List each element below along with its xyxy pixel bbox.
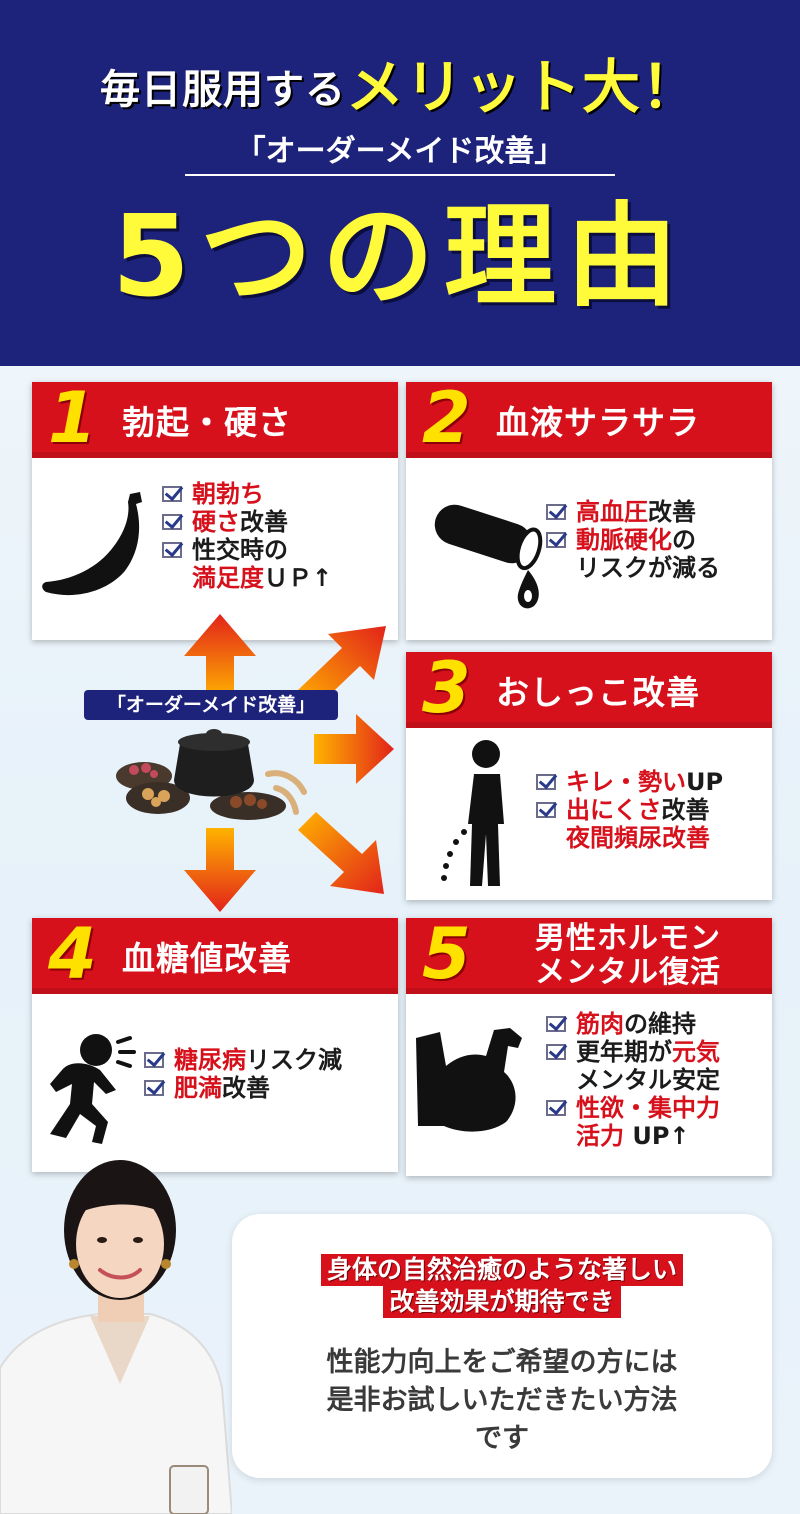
card-title-line: 男性ホルモン [535,921,721,956]
card-title: 血液サラサラ [496,403,700,442]
arrow-up-icon [184,614,256,700]
card-number: 4 [48,913,97,995]
card-body: 朝勃ち 硬さ改善 性交時の 満足度ＵＰ↑ [32,458,398,640]
check-icon [546,532,566,548]
hero-headline-text: 毎日服用する [99,67,346,113]
card-body: 高血圧改善 動脈硬化の リスクが減る [406,458,772,640]
check-icon [536,774,556,790]
checklist: 筋肉の維持 更年期が元気 メンタル安定 性欲・集中力 活力 UP↑ [546,1010,720,1150]
reason-card-5: 5 男性ホルモン メンタル復活 筋肉の維持 更年期が元気 メンタル安定 性欲・集… [406,914,772,1176]
checklist: 高血圧改善 動脈硬化の リスクが減る [546,498,720,582]
blood-vessel-icon [434,504,543,609]
hero-main-title: 5つの理由 [112,192,688,322]
hero-headline: 毎日服用するメリット大！ [0,40,800,124]
card-header: 5 男性ホルモン メンタル復活 [406,914,772,994]
check-icon [162,542,182,558]
card-title: 勃起・硬さ [122,403,292,442]
running-person-icon [50,1034,136,1144]
reason-card-2: 2 血液サラサラ 高血圧改善 動脈硬化の リスクが減る [406,378,772,640]
list-item: 満足度ＵＰ↑ [192,564,333,592]
list-item: 性交時の [162,536,332,564]
reason-card-4: 4 血糖値改善 糖尿病リスク減 肥満改善 [32,914,398,1172]
arrow-down-icon [184,828,256,912]
list-item: 筋肉の維持 [546,1010,720,1038]
card-number: 3 [422,647,471,729]
list-item: 出にくさ改善 [536,796,723,824]
speech-bubble: 身体の自然治癒のような著しい 改善効果が期待でき 性能力向上をご希望の方には 是… [232,1214,772,1478]
reason-card-1: 1 勃起・硬さ 朝勃ち 硬さ改善 性交時の 満足度ＵＰ↑ [32,378,398,640]
list-item: 硬さ改善 [162,508,332,536]
hero-banner: 毎日服用するメリット大！ 「オーダーメイド改善」 5つの理由 [0,0,800,366]
check-icon [144,1080,164,1096]
list-item: 性欲・集中力 [546,1094,720,1122]
urinating-person-icon [441,740,504,886]
card-number: 2 [422,377,471,459]
arrow-right-icon [314,714,394,784]
speech-highlight: 身体の自然治癒のような著しい 改善効果が期待でき [232,1254,772,1318]
check-icon [144,1052,164,1068]
hero-headline-emphasis: メリット大！ [345,53,700,121]
card-number: 1 [48,377,97,459]
banana-icon [42,492,142,596]
list-item: 肥満改善 [144,1074,342,1102]
card-title-line: メンタル復活 [535,955,721,990]
checklist: 朝勃ち 硬さ改善 性交時の 満足度ＵＰ↑ [162,480,332,592]
card-body: キレ・勢いUP 出にくさ改善 夜間頻尿改善 [406,728,772,900]
card-title: おしっこ改善 [496,673,700,712]
hero-subtitle: 「オーダーメイド改善」 [185,126,615,176]
card-title: 血糖値改善 [122,939,292,978]
check-icon [546,1100,566,1116]
card-title: 男性ホルモン メンタル復活 [492,918,764,994]
speech-highlight-line: 身体の自然治癒のような著しい [320,1254,683,1286]
check-icon [546,1016,566,1032]
list-item: 夜間頻尿改善 [566,824,710,852]
reason-card-3: 3 おしっこ改善 キレ・勢いUP 出にくさ改善 夜間頻尿改善 [406,648,772,900]
card-header: 4 血糖値改善 [32,914,398,994]
list-item: キレ・勢いUP [536,768,723,796]
speech-highlight-line: 改善効果が期待でき [383,1286,621,1318]
list-item: 糖尿病リスク減 [144,1046,342,1074]
expert-photo [0,1160,232,1514]
list-item: 高血圧改善 [546,498,720,526]
list-item: メンタル安定 [576,1066,720,1094]
herbal-pot-image [116,729,307,820]
flexed-arm-icon [416,1028,522,1132]
card-number: 5 [422,913,471,995]
card-header: 2 血液サラサラ [406,378,772,458]
card-body: 筋肉の維持 更年期が元気 メンタル安定 性欲・集中力 活力 UP↑ [406,994,772,1176]
check-icon [536,802,556,818]
checklist: キレ・勢いUP 出にくさ改善 夜間頻尿改善 [536,768,723,852]
check-icon [546,504,566,520]
speech-text: 性能力向上をご希望の方には 是非お試しいただきたい方法 です [326,1347,678,1454]
check-icon [162,514,182,530]
list-item: 朝勃ち [162,480,332,508]
card-header: 3 おしっこ改善 [406,648,772,728]
card-body: 糖尿病リスク減 肥満改善 [32,994,398,1172]
arrow-up-right-icon [298,626,386,708]
card-header: 1 勃起・硬さ [32,378,398,458]
checklist: 糖尿病リスク減 肥満改善 [144,1046,342,1102]
list-item: 動脈硬化の [546,526,720,554]
list-item: 更年期が元気 [546,1038,720,1066]
list-item: リスクが減る [576,554,720,582]
check-icon [546,1044,566,1060]
list-item: 活力 UP↑ [576,1122,690,1150]
arrow-down-right-icon [298,812,384,894]
center-label: 「オーダーメイド改善」 [84,690,338,720]
check-icon [162,486,182,502]
